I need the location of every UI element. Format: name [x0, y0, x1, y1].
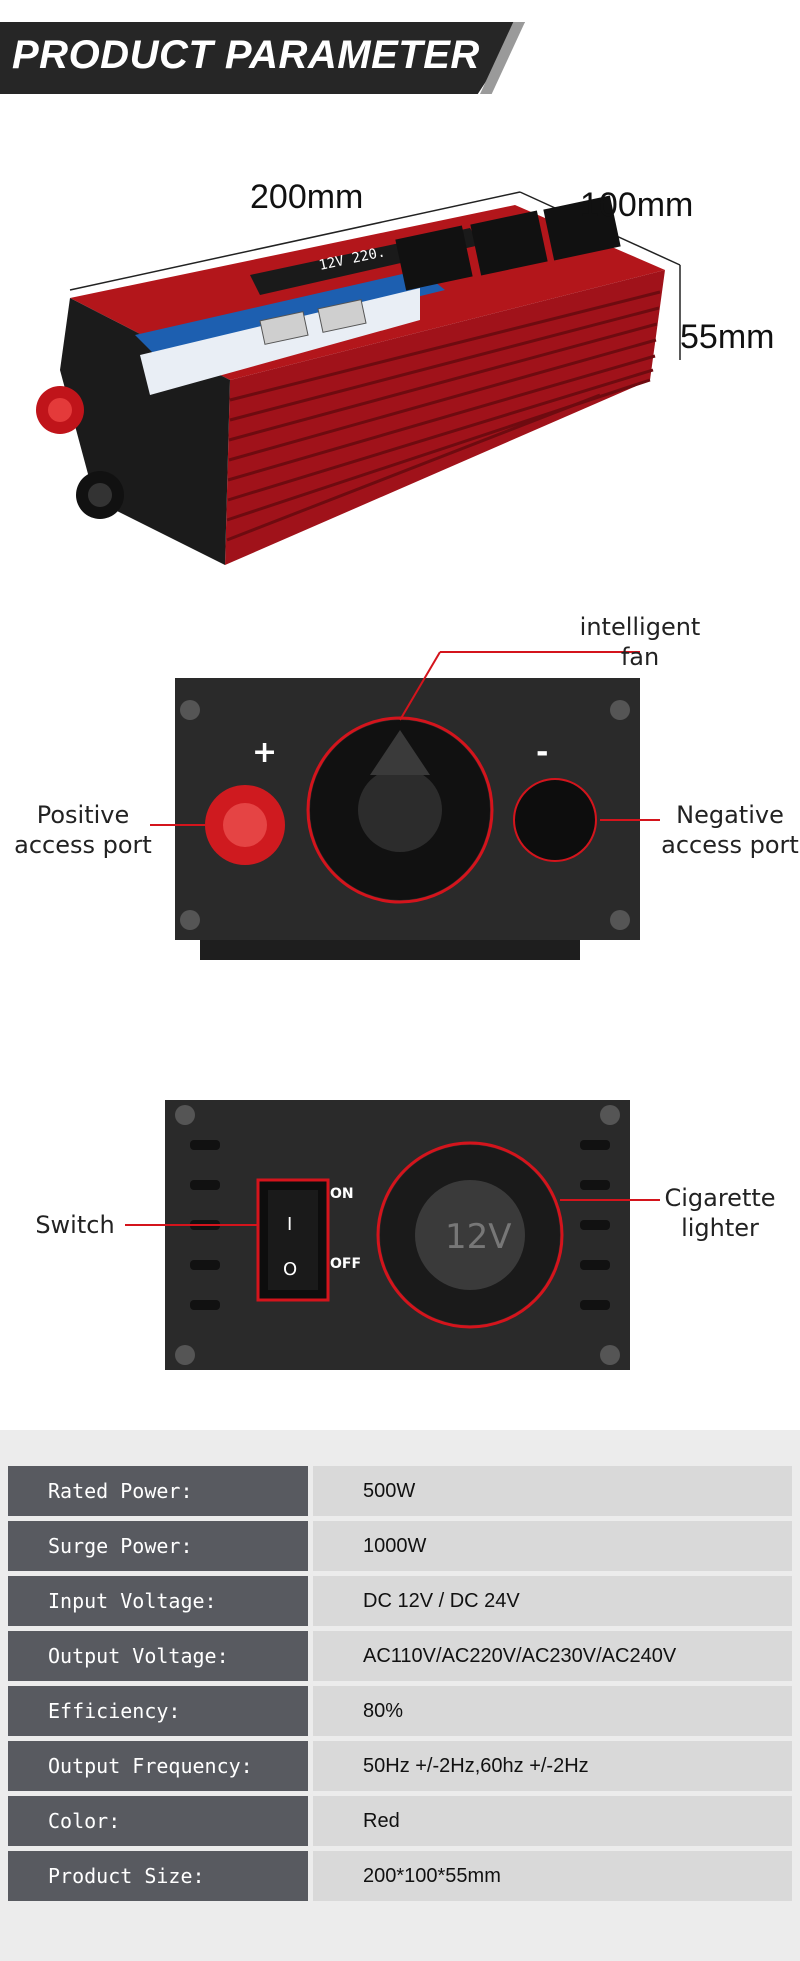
- table-row: Color: Red: [8, 1796, 792, 1846]
- spec-value: 1000W: [313, 1521, 792, 1571]
- page-title: PRODUCT PARAMETER: [12, 33, 480, 77]
- table-row: Output Frequency: 50Hz +/-2Hz,60hz +/-2H…: [8, 1741, 792, 1791]
- callout-switch: Switch: [35, 1211, 115, 1239]
- table-row: Input Voltage: DC 12V / DC 24V: [8, 1576, 792, 1626]
- minus-symbol: -: [536, 735, 548, 770]
- spec-label: Rated Power:: [8, 1466, 308, 1516]
- spec-value: DC 12V / DC 24V: [313, 1576, 792, 1626]
- spec-label: Output Frequency:: [8, 1741, 308, 1791]
- inverter-top-view: 12V 220.: [36, 191, 681, 565]
- dimension-length: 200mm: [250, 178, 364, 216]
- table-row: Product Size: 200*100*55mm: [8, 1851, 792, 1901]
- spec-value: 80%: [313, 1686, 792, 1736]
- spec-label: Color:: [8, 1796, 308, 1846]
- callout-lighter-line1: Cigarette: [664, 1184, 776, 1212]
- table-row: Rated Power: 500W: [8, 1466, 792, 1516]
- off-label: OFF: [330, 1256, 361, 1272]
- header-banner: [0, 22, 525, 94]
- spec-value: 200*100*55mm: [313, 1851, 792, 1901]
- spec-label: Output Voltage:: [8, 1631, 308, 1681]
- spec-label: Surge Power:: [8, 1521, 308, 1571]
- callout-negative-line2: access port: [661, 831, 799, 859]
- callout-fan: intelligent fan: [560, 612, 720, 672]
- inverter-back-panel: + -: [150, 651, 660, 960]
- callout-positive-line1: Positive: [36, 801, 130, 829]
- switch-off-symbol: O: [283, 1259, 297, 1280]
- dimension-height: 55mm: [680, 318, 775, 356]
- plus-symbol: +: [252, 735, 277, 770]
- callout-negative-line1: Negative: [676, 801, 784, 829]
- callout-fan-line2: fan: [620, 643, 660, 671]
- spec-label: Efficiency:: [8, 1686, 308, 1736]
- spec-value: 50Hz +/-2Hz,60hz +/-2Hz: [313, 1741, 792, 1791]
- spec-value: 500W: [313, 1466, 792, 1516]
- spec-label: Product Size:: [8, 1851, 308, 1901]
- spec-value: AC110V/AC220V/AC230V/AC240V: [313, 1631, 792, 1681]
- callout-negative: Negative access port: [660, 800, 800, 860]
- spec-label: Input Voltage:: [8, 1576, 308, 1626]
- table-row: Output Voltage: AC110V/AC220V/AC230V/AC2…: [8, 1631, 792, 1681]
- on-label: ON: [330, 1186, 354, 1202]
- callout-lighter-line2: lighter: [681, 1214, 759, 1242]
- callout-positive: Positive access port: [8, 800, 158, 860]
- table-row: Efficiency: 80%: [8, 1686, 792, 1736]
- callout-lighter: Cigarette lighter: [660, 1183, 780, 1243]
- table-row: Surge Power: 1000W: [8, 1521, 792, 1571]
- spec-value: Red: [313, 1796, 792, 1846]
- dimension-width: 100mm: [580, 186, 694, 224]
- socket-label: 12V: [445, 1217, 512, 1257]
- switch-on-symbol: I: [287, 1214, 292, 1235]
- inverter-front-panel: I O ON OFF 12V: [125, 1100, 660, 1370]
- callout-fan-line1: intelligent: [579, 613, 701, 641]
- callout-positive-line2: access port: [14, 831, 152, 859]
